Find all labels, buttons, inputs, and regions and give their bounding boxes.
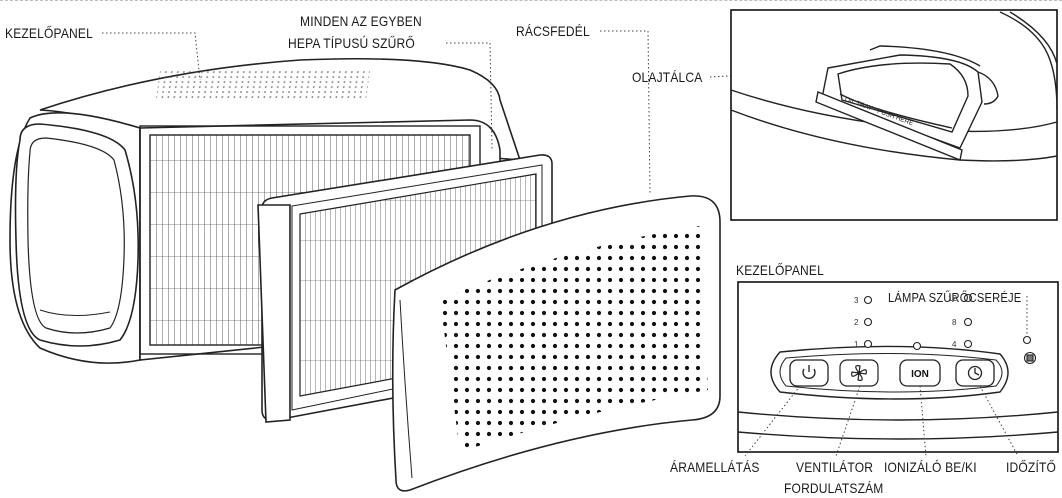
- fan-button: [840, 360, 878, 386]
- label-power: ÁRAMELLÁTÁS: [670, 459, 760, 475]
- timer-level-4: 4: [952, 340, 956, 349]
- label-oil-tray: OLAJTÁLCA: [632, 69, 702, 85]
- label-fan-line2: FORDULATSZÁM: [784, 480, 884, 496]
- timer-level-8: 8: [952, 318, 956, 327]
- timer-level-12: 12: [948, 294, 957, 303]
- label-ionizer: IONIZÁLÓ BE/KI: [884, 459, 977, 475]
- label-fan-line1: VENTILÁTOR: [796, 459, 873, 475]
- label-hepa-line1: MINDEN AZ EGYBEN: [300, 13, 422, 29]
- filter-change-led: [1024, 337, 1031, 344]
- label-control-panel-inset: KEZELŐPANEL: [736, 262, 824, 278]
- label-grille-cover: RÁCSFEDÉL: [516, 23, 590, 39]
- ion-led: [914, 343, 921, 350]
- control-panel-inset: [738, 282, 1058, 452]
- label-timer: IDŐZÍTŐ: [1006, 459, 1056, 475]
- label-control-panel-top: KEZELŐPANEL: [5, 25, 93, 41]
- speed-level-2: 2: [854, 318, 858, 327]
- filter-change-icon: [1025, 353, 1036, 364]
- power-button: [790, 360, 828, 386]
- speed-level-1: 1: [854, 340, 858, 349]
- timer-button: [956, 360, 994, 386]
- label-hepa-line2: HEPA TÍPUSÚ SZŰRŐ: [288, 35, 415, 51]
- speed-level-3: 3: [854, 296, 858, 305]
- ion-button-label: ION: [911, 369, 929, 380]
